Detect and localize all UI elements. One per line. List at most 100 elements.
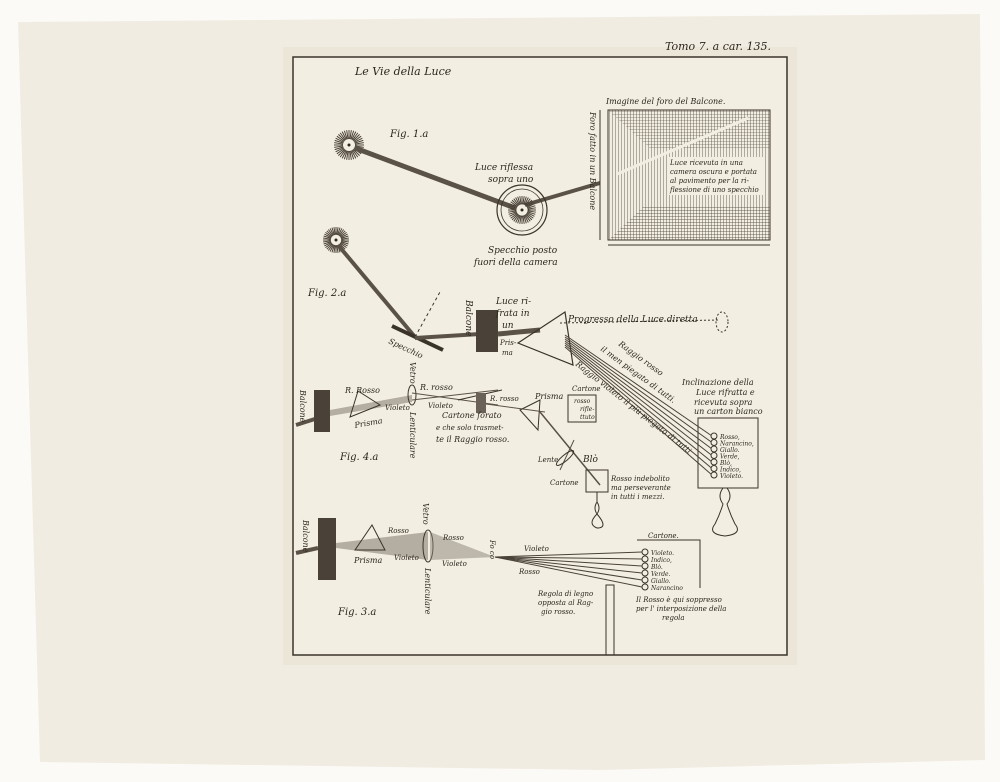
color-label: Verde, <box>720 454 740 461</box>
fig4-weakened-1: Rosso indebolito <box>610 475 670 483</box>
color-label: Giallo. <box>720 447 740 454</box>
room-note-4: flessione di uno specchio <box>669 186 759 194</box>
color-spot <box>641 555 649 563</box>
color-label: Blò. <box>650 564 663 571</box>
fig2-refracted-3: un <box>502 321 514 331</box>
figure-3: Fig. 3.a Balcone Rosso Prisma Violeto Ve… <box>295 503 726 656</box>
prism <box>349 390 382 418</box>
fig3-foco: Fo co <box>488 539 496 559</box>
color-label: Blò, <box>719 460 732 467</box>
fig4-cartone-bottom: Cartone <box>550 479 579 487</box>
sun-icon <box>508 196 536 224</box>
color-label: Violeto. <box>720 473 743 480</box>
fig3-suppressed-3: regola <box>662 614 685 622</box>
fig2-inclination-4: un carton bianco <box>694 407 763 416</box>
fig4-weakened-3: in tutti i mezzi. <box>611 493 664 501</box>
fig1-mirror-top-2: sopra uno <box>488 175 534 185</box>
sun-icon <box>323 227 349 253</box>
fig3-suppressed-2: per l' interposizione della <box>636 605 726 613</box>
spectrum-ray <box>494 556 643 567</box>
fig2-balcone: Balcone <box>463 299 473 336</box>
fig4-balcone: Balcone <box>298 389 307 423</box>
fig4-violeto-1: Violeto <box>385 404 410 412</box>
room-note-1: Luce ricevuta in una <box>669 159 743 167</box>
room-note-2: camera oscura e portata <box>670 168 757 176</box>
fig4-blo: Blò <box>582 454 598 465</box>
spectrum-ray <box>494 556 643 588</box>
prism <box>354 524 386 551</box>
spectrum-ray <box>564 342 713 463</box>
fig1-mirror-bottom-1: Specchio posto <box>488 246 558 256</box>
white-card <box>697 417 759 489</box>
prism <box>516 310 574 366</box>
fig4-riflettuto-3: ttuto <box>580 414 595 421</box>
card-stand <box>712 487 738 537</box>
color-spot <box>710 452 718 459</box>
room-note-3: al pavimento per la ri- <box>670 177 749 185</box>
fig1-hole-label: Foro fatto in un Balcone <box>588 111 597 210</box>
fig3-regola-1: Regola di legno <box>537 590 593 598</box>
color-spot <box>641 569 649 577</box>
fig4-cartone-top: Cartone <box>572 385 601 393</box>
fig3-balcone: Balcone <box>301 519 310 553</box>
color-label: Indico, <box>719 467 741 474</box>
fig4-forato-3: te il Raggio rosso. <box>436 435 509 444</box>
wooden-rule <box>605 584 615 656</box>
fig1-mirror-top-1: Luce riflessa <box>474 163 533 173</box>
fig1-mirror-bottom-2: fuori della camera <box>473 258 558 268</box>
spectrum-ray <box>564 344 713 469</box>
color-label: Violeto. <box>651 550 674 557</box>
reflecting-card <box>567 394 597 423</box>
color-spot <box>710 465 718 472</box>
fig4-r-rosso-3: R. rosso <box>489 395 519 403</box>
fig4-prisma-2: Prisma <box>534 392 563 401</box>
color-label: Rosso, <box>719 434 740 441</box>
spectrum-ray <box>564 334 713 437</box>
figure-1: Fig. 1.a Luce riflessa sopra uno Specchi… <box>323 97 771 268</box>
color-spot <box>641 562 649 570</box>
fig2-inclination-3: ricevuta sopra <box>694 398 753 407</box>
fig1-image-title: Imagine del foro del Balcone. <box>605 97 725 106</box>
color-spot <box>641 548 649 556</box>
fig4-lente: Lente <box>537 456 558 464</box>
balcone-shutter <box>314 390 330 432</box>
color-list: Rosso,Narancino,Giallo.Verde,Blò,Indico,… <box>710 432 754 480</box>
perforated-card <box>476 393 486 413</box>
fig3-vetro: Vetro <box>421 503 430 525</box>
fig3-lenticulare: Lenticulare <box>423 567 432 615</box>
fig2-inclination-2: Luce rifratta e <box>695 388 755 397</box>
fig3-prisma: Prisma <box>353 556 382 565</box>
page-reference: Tomo 7. a car. 135. <box>665 40 771 53</box>
fig3-suppressed-1: Il Rosso è qui soppresso <box>635 596 722 604</box>
balcone-shutter <box>476 310 498 352</box>
fig3-rosso-1: Rosso <box>387 527 409 535</box>
fig3-rosso-3: Rosso <box>518 568 540 576</box>
fig4-violeto-2: Violeto <box>428 402 453 410</box>
color-label: Narancino, <box>719 441 754 448</box>
mirror-circle <box>496 184 548 236</box>
spectrum-ray <box>564 338 713 450</box>
spectrum-ray <box>564 346 713 476</box>
color-label: Narancino <box>650 585 683 592</box>
color-spot <box>710 471 718 479</box>
spectrum-rays <box>494 551 643 588</box>
fig4-lenticulare: Lenticulare <box>408 411 417 459</box>
sun-icon <box>334 130 364 160</box>
fig3-label: Fig. 3.a <box>337 607 376 618</box>
color-label: Indico, <box>650 557 672 564</box>
color-list: Violeto.Indico,Blò.Verde.Giallo.Narancin… <box>641 548 683 592</box>
spectrum-ray <box>494 551 643 558</box>
reflected-ray <box>524 181 601 207</box>
fig4-forato-2: e che solo trasmet- <box>436 424 504 432</box>
color-spot <box>710 432 718 440</box>
fig2-prisma-2: ma <box>502 349 513 357</box>
fig4-riflettuto-1: rosso <box>574 398 591 405</box>
color-spot <box>641 576 649 584</box>
fig1-label: Fig. 1.a <box>389 129 428 140</box>
lens <box>555 450 575 466</box>
fig4-forato-1: Cartone forato <box>442 411 502 420</box>
fig3-rosso-2: Rosso <box>442 534 464 542</box>
color-spot <box>710 445 718 453</box>
